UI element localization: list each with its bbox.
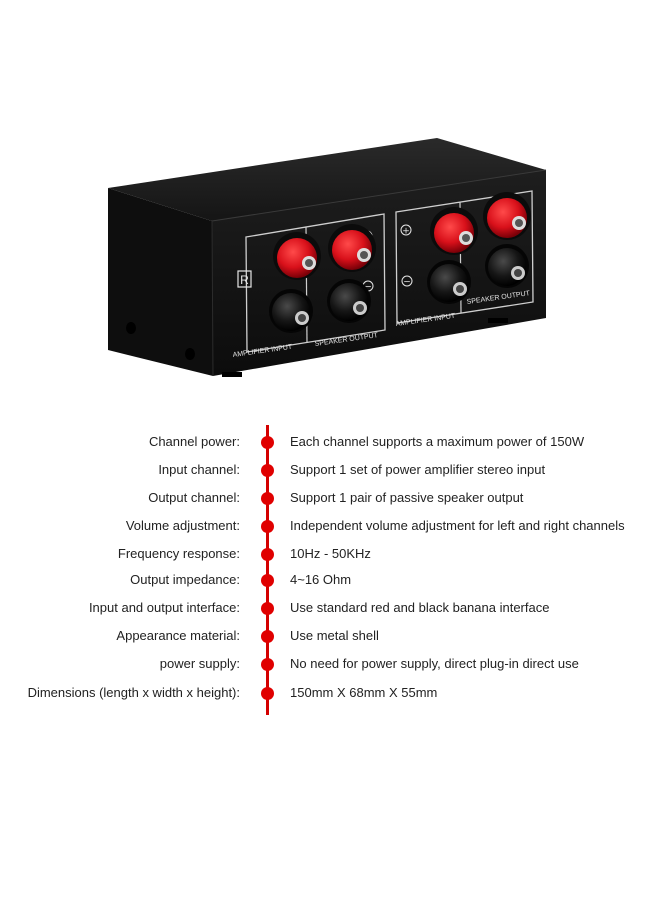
spec-row-frequency-response: Frequency response: 10Hz - 50KHz bbox=[0, 542, 660, 568]
spec-label: Input and output interface: bbox=[88, 600, 240, 615]
spec-value: Independent volume adjustment for left a… bbox=[290, 518, 625, 533]
spec-value: 150mm X 68mm X 55mm bbox=[290, 685, 438, 700]
spec-value: Each channel supports a maximum power of… bbox=[290, 434, 585, 449]
spec-value: Use metal shell bbox=[290, 628, 379, 643]
channel-mark: R bbox=[240, 273, 249, 287]
timeline-line bbox=[266, 425, 269, 715]
bullet-dot bbox=[261, 602, 274, 615]
spec-label: Volume adjustment: bbox=[125, 518, 240, 533]
spec-value: Use standard red and black banana interf… bbox=[290, 600, 550, 615]
spec-value: Support 1 set of power amplifier stereo … bbox=[290, 462, 546, 477]
svg-text:+: + bbox=[402, 227, 410, 237]
bullet-dot bbox=[261, 464, 274, 477]
spec-label: Channel power: bbox=[148, 434, 240, 449]
red-terminal bbox=[430, 207, 478, 255]
red-terminal bbox=[273, 232, 321, 280]
spec-value: 4~16 Ohm bbox=[290, 572, 352, 587]
spec-label: Output channel: bbox=[148, 490, 240, 505]
spec-label: Output impedance: bbox=[130, 572, 240, 587]
spec-label: Dimensions (length x width x height): bbox=[27, 685, 240, 700]
spec-list: Channel power: Each channel supports a m… bbox=[0, 420, 660, 720]
plus-icon: + bbox=[400, 224, 412, 237]
spec-row-output-channel: Output channel: Support 1 pair of passiv… bbox=[0, 486, 660, 512]
red-terminal bbox=[328, 224, 376, 272]
bullet-dot bbox=[261, 574, 274, 587]
bullet-dot bbox=[261, 492, 274, 505]
black-terminal bbox=[269, 289, 313, 333]
spec-row-dimensions: Dimensions (length x width x height): 15… bbox=[0, 681, 660, 707]
spec-row-power-supply: power supply: No need for power supply, … bbox=[0, 652, 660, 678]
spec-label: Appearance material: bbox=[116, 628, 240, 643]
spec-row-output-impedance: Output impedance: 4~16 Ohm bbox=[0, 568, 660, 594]
bullet-dot bbox=[261, 687, 274, 700]
black-terminal bbox=[485, 244, 529, 288]
svg-text:−: − bbox=[364, 283, 372, 293]
bullet-dot bbox=[261, 630, 274, 643]
spec-row-appearance-material: Appearance material: Use metal shell bbox=[0, 624, 660, 650]
black-terminal bbox=[427, 260, 471, 304]
red-terminal bbox=[483, 192, 531, 240]
spec-label: Input channel: bbox=[158, 462, 240, 477]
bullet-dot bbox=[261, 658, 274, 671]
spec-value: No need for power supply, direct plug-in… bbox=[290, 656, 579, 671]
spec-row-interface: Input and output interface: Use standard… bbox=[0, 596, 660, 622]
black-terminal bbox=[327, 279, 371, 323]
spec-value: 10Hz - 50KHz bbox=[290, 546, 371, 561]
spec-label: Frequency response: bbox=[117, 546, 240, 561]
minus-icon: − bbox=[401, 275, 413, 288]
spec-label: power supply: bbox=[159, 656, 240, 671]
bullet-dot bbox=[261, 436, 274, 449]
bullet-dot bbox=[261, 520, 274, 533]
bullet-dot bbox=[261, 548, 274, 561]
spec-row-channel-power: Channel power: Each channel supports a m… bbox=[0, 430, 660, 456]
spec-row-volume-adjustment: Volume adjustment: Independent volume ad… bbox=[0, 514, 660, 540]
speaker-switch-device-image: R AMPLIFIER INPUT SPEAKER OUTPUT + − AMP… bbox=[108, 138, 547, 377]
channel-mark-box bbox=[237, 270, 252, 288]
svg-text:−: − bbox=[403, 278, 411, 288]
spec-value: Support 1 pair of passive speaker output bbox=[290, 490, 524, 505]
spec-row-input-channel: Input channel: Support 1 set of power am… bbox=[0, 458, 660, 484]
